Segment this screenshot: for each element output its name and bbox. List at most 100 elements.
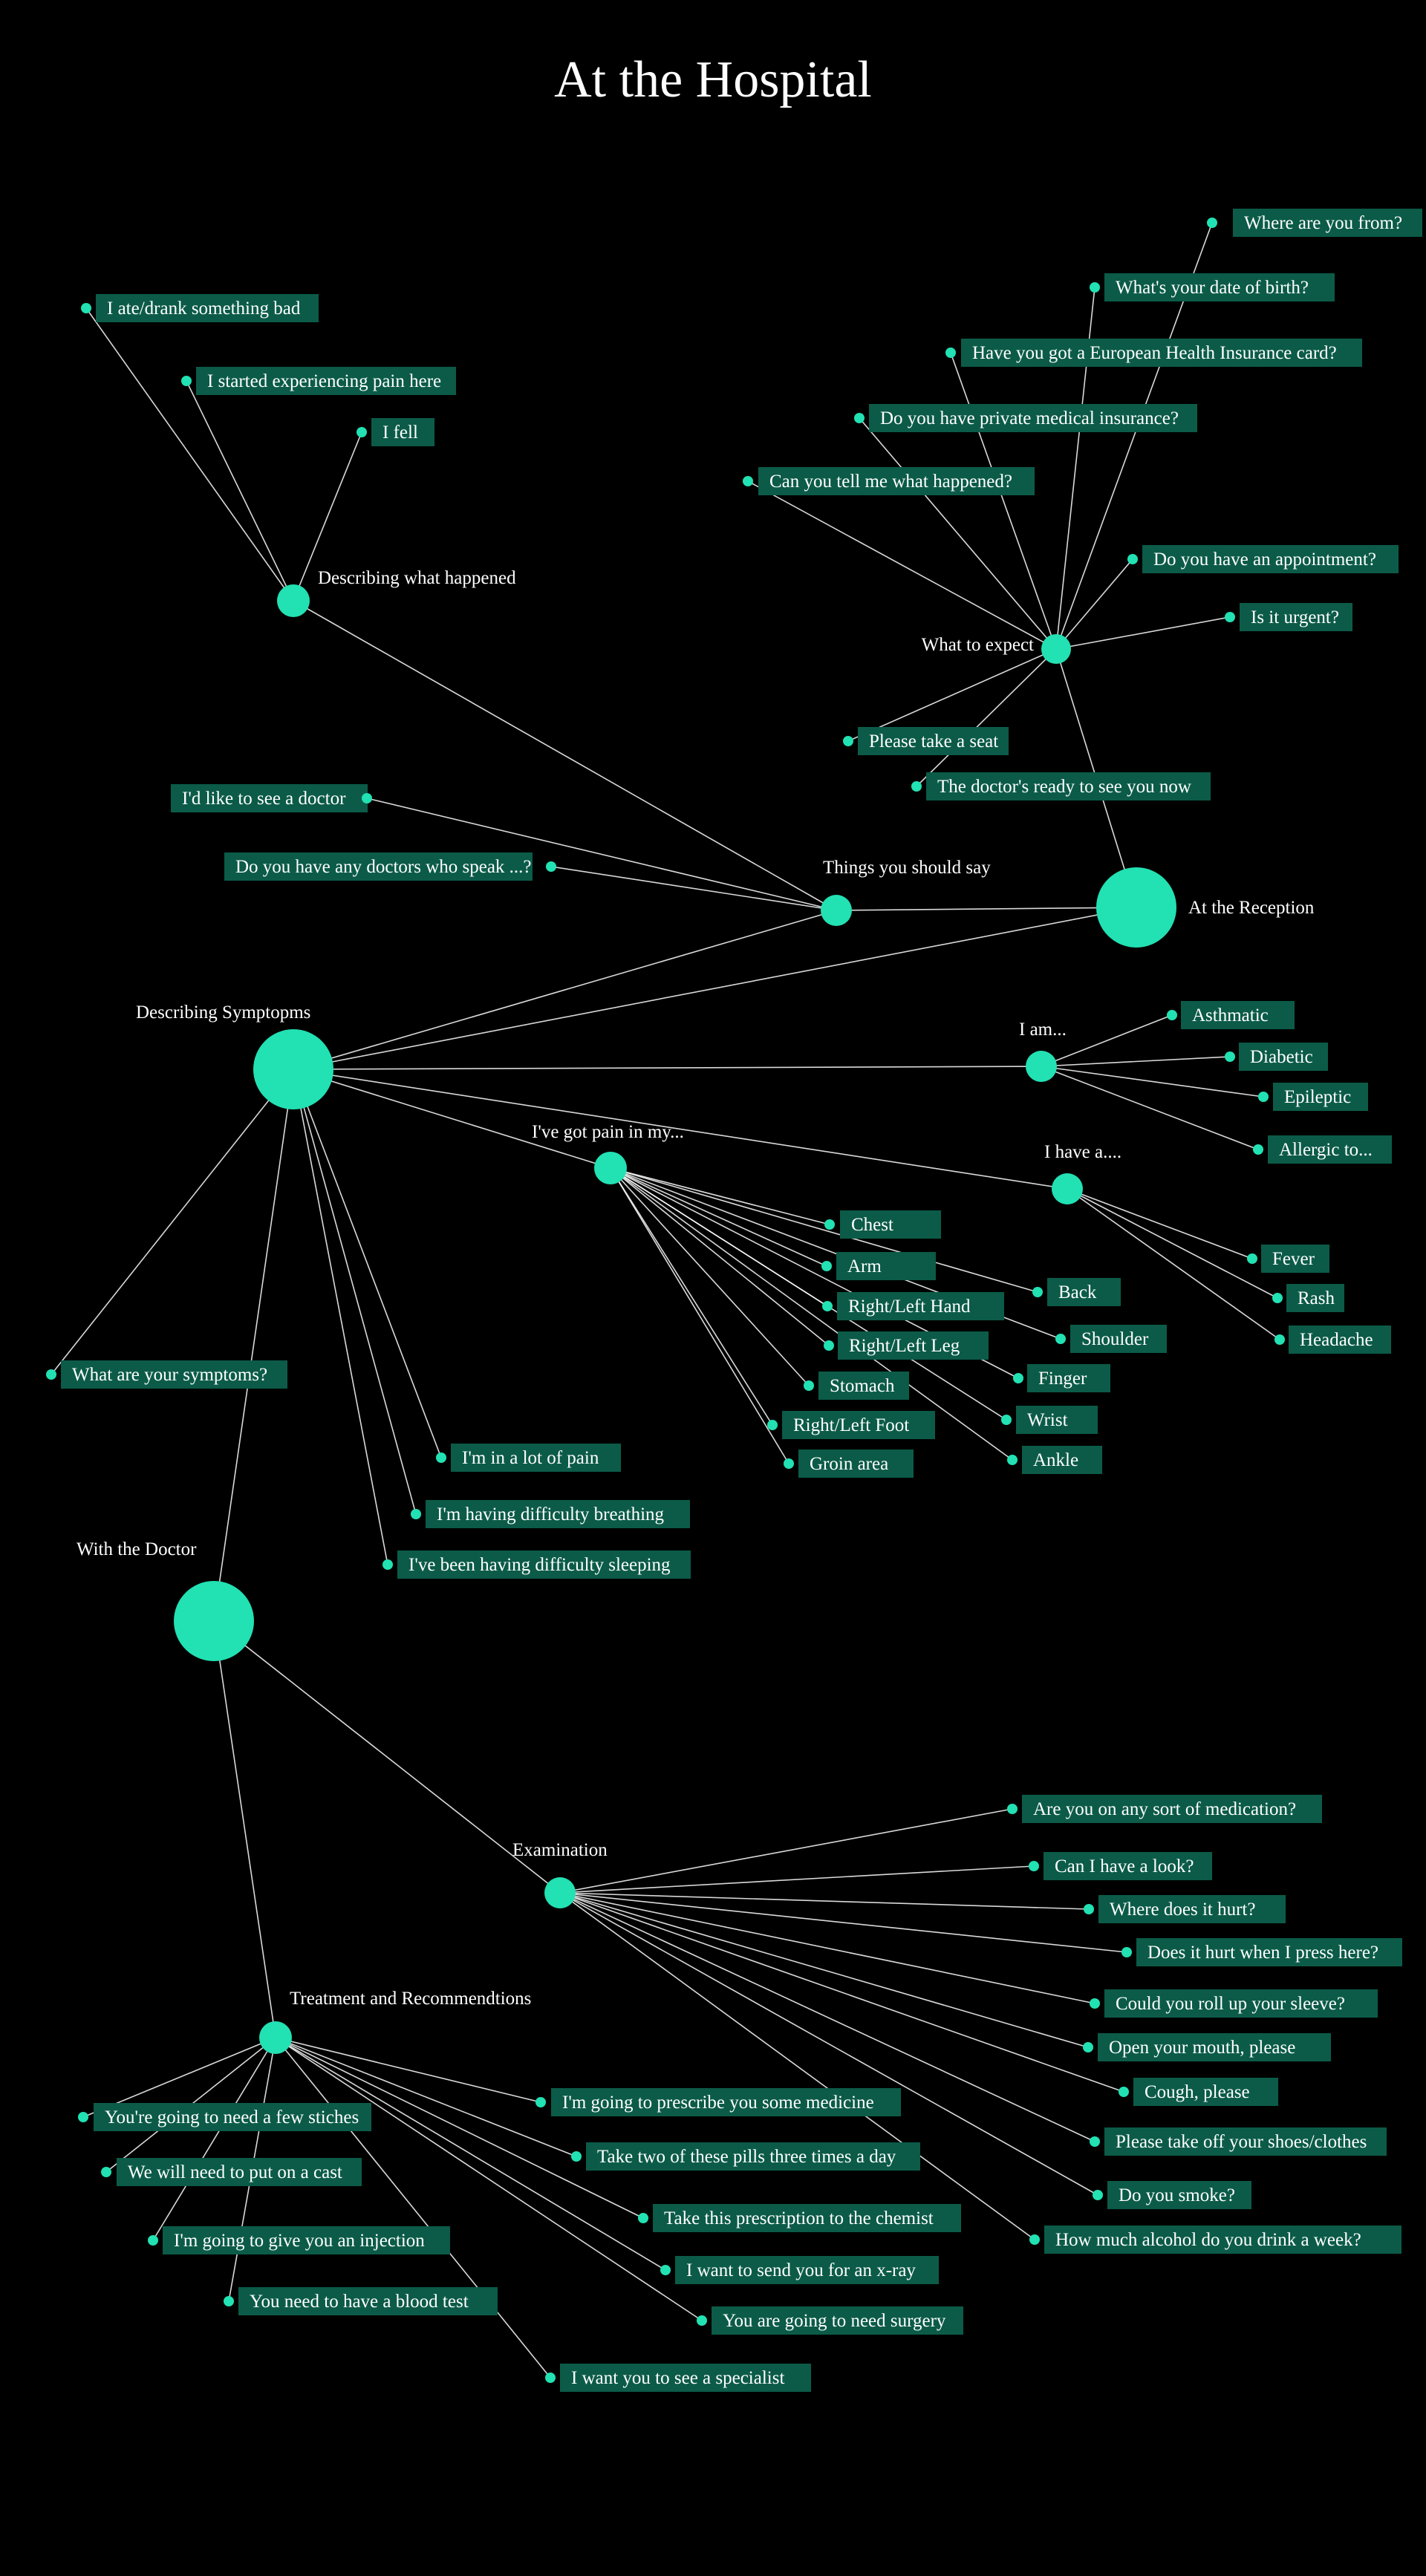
hub-exam[interactable]: Examination <box>512 1840 608 1908</box>
leaf-expect[interactable]: Do you have private medical insurance? <box>854 404 1197 432</box>
leaf-exam[interactable]: Does it hurt when I press here? <box>1121 1938 1402 1966</box>
leaf-exam[interactable]: Do you smoke? <box>1093 2181 1251 2209</box>
leaf-happened[interactable]: I fell <box>356 418 434 446</box>
leaf-dot <box>824 1340 834 1351</box>
hub-circle <box>1026 1051 1057 1082</box>
leaf-pain[interactable]: Finger <box>1013 1364 1110 1392</box>
leaf-treat[interactable]: I'm going to give you an injection <box>148 2226 450 2254</box>
leaf-pain[interactable]: Groin area <box>784 1450 914 1478</box>
leaf-exam[interactable]: How much alcohol do you drink a week? <box>1029 2226 1401 2254</box>
leaf-exam[interactable]: Where does it hurt? <box>1084 1895 1286 1923</box>
hub-ihave[interactable]: I have a.... <box>1044 1142 1121 1204</box>
leaf-ihave[interactable]: Headache <box>1274 1326 1391 1354</box>
label-box <box>675 2256 939 2284</box>
leaf-exam[interactable]: Please take off your shoes/clothes <box>1090 2127 1387 2156</box>
leaf-treat[interactable]: You need to have a blood test <box>224 2287 498 2315</box>
leaf-treat[interactable]: I'm going to prescribe you some medicine <box>535 2088 901 2116</box>
leaf-label: Take this prescription to the chemist <box>664 2208 934 2228</box>
leaf-iam[interactable]: Epileptic <box>1258 1083 1368 1111</box>
leaf-exam[interactable]: Are you on any sort of medication? <box>1007 1795 1322 1823</box>
leaf-treat[interactable]: Take two of these pills three times a da… <box>571 2142 920 2171</box>
hub-happened[interactable]: Describing what happened <box>277 568 516 617</box>
leaf-label: Could you roll up your sleeve? <box>1116 1994 1345 2014</box>
leaf-say[interactable]: Do you have any doctors who speak ...? <box>224 852 556 881</box>
leaf-dot <box>1258 1092 1269 1102</box>
leaf-pain[interactable]: Wrist <box>1001 1406 1098 1434</box>
leaf-pain[interactable]: Right/Left Leg <box>824 1331 989 1360</box>
leaf-expect[interactable]: What's your date of birth? <box>1090 273 1335 301</box>
label-box <box>371 418 434 446</box>
leaf-expect[interactable]: Please take a seat <box>843 727 1009 755</box>
leaf-label: Where does it hurt? <box>1110 1900 1255 1920</box>
leaf-treat[interactable]: You're going to need a few stiches <box>78 2103 371 2131</box>
leaf-dot <box>804 1380 814 1391</box>
label-box <box>1289 1326 1391 1354</box>
edge-say-happened <box>293 600 837 911</box>
leaf-pain[interactable]: Stomach <box>804 1372 909 1400</box>
edge-exam-leaf <box>559 1892 1035 2240</box>
hub-doctor[interactable]: With the Doctor <box>76 1539 254 1661</box>
leaf-happened[interactable]: I started experiencing pain here <box>181 367 456 395</box>
hub-iam[interactable]: I am... <box>1019 1020 1067 1082</box>
leaf-expect[interactable]: The doctor's ready to see you now <box>911 772 1211 800</box>
leaf-treat[interactable]: Take this prescription to the chemist <box>638 2204 961 2232</box>
leaf-symptoms[interactable]: What are your symptoms? <box>46 1360 287 1389</box>
edge-expect-leaf <box>916 648 1057 787</box>
hub-label: Examination <box>512 1840 608 1860</box>
leaf-pain[interactable]: Shoulder <box>1055 1325 1167 1353</box>
leaf-expect[interactable]: Can you tell me what happened? <box>743 467 1035 495</box>
leaf-treat[interactable]: I want you to see a specialist <box>545 2364 811 2392</box>
leaf-label: I'd like to see a doctor <box>182 789 346 809</box>
hub-say[interactable]: Things you should say <box>821 858 991 926</box>
leaf-pain[interactable]: Ankle <box>1007 1446 1102 1474</box>
leaf-expect[interactable]: Do you have an appointment? <box>1127 545 1399 573</box>
leaf-pain[interactable]: Arm <box>821 1252 936 1280</box>
leaf-pain[interactable]: Right/Left Foot <box>767 1411 935 1439</box>
leaf-ihave[interactable]: Fever <box>1247 1245 1329 1273</box>
leaf-exam[interactable]: Open your mouth, please <box>1083 2033 1331 2061</box>
hub-symptoms[interactable]: Describing Symptopms <box>136 1002 333 1109</box>
leaf-ihave[interactable]: Rash <box>1272 1284 1344 1312</box>
label-box <box>712 2306 963 2335</box>
leaf-treat[interactable]: We will need to put on a cast <box>101 2158 362 2186</box>
leaf-treat[interactable]: I want to send you for an x-ray <box>660 2256 939 2284</box>
label-box <box>1104 2127 1387 2156</box>
leaf-expect[interactable]: Where are you from? <box>1207 209 1422 237</box>
edge-exam-leaf <box>559 1892 1089 2048</box>
edge-iam-leaf <box>1041 1014 1173 1067</box>
leaf-dot <box>436 1452 446 1463</box>
leaf-dot <box>1274 1334 1285 1345</box>
hub-pain[interactable]: I've got pain in my... <box>532 1122 684 1184</box>
leaf-dot <box>181 376 192 386</box>
leaf-pain[interactable]: Back <box>1032 1278 1121 1306</box>
leaf-label: How much alcohol do you drink a week? <box>1055 2230 1361 2250</box>
leaf-treat[interactable]: You are going to need surgery <box>697 2306 963 2335</box>
leaf-expect[interactable]: Is it urgent? <box>1225 603 1352 631</box>
leaf-pain[interactable]: Right/Left Hand <box>822 1292 1004 1320</box>
leaf-symptoms[interactable]: I'm in a lot of pain <box>436 1444 621 1472</box>
hub-treat[interactable]: Treatment and Recommendtions <box>259 1989 531 2054</box>
leaf-exam[interactable]: Can I have a look? <box>1029 1852 1212 1880</box>
edge-pain-leaf <box>610 1167 1007 1421</box>
label-box <box>1027 1364 1110 1392</box>
leaf-iam[interactable]: Diabetic <box>1225 1043 1328 1071</box>
hub-reception[interactable]: At the Reception <box>1096 867 1315 948</box>
leaf-pain[interactable]: Chest <box>824 1210 941 1239</box>
leaf-symptoms[interactable]: I'm having difficulty breathing <box>411 1500 690 1528</box>
leaf-iam[interactable]: Asthmatic <box>1167 1001 1295 1029</box>
leaf-iam[interactable]: Allergic to... <box>1253 1135 1392 1164</box>
leaf-label: Arm <box>847 1256 882 1276</box>
hub-label: I am... <box>1019 1020 1067 1040</box>
leaf-label: I've been having difficulty sleeping <box>408 1555 671 1575</box>
leaf-exam[interactable]: Could you roll up your sleeve? <box>1090 1989 1378 2018</box>
hub-expect[interactable]: What to expect <box>922 634 1071 664</box>
leaf-happened[interactable]: I ate/drank something bad <box>81 294 319 322</box>
leaf-say[interactable]: I'd like to see a doctor <box>171 784 372 812</box>
leaf-dot <box>784 1458 794 1469</box>
leaf-symptoms[interactable]: I've been having difficulty sleeping <box>382 1551 691 1579</box>
leaf-exam[interactable]: Cough, please <box>1119 2078 1278 2106</box>
label-box <box>586 2142 920 2171</box>
leaf-expect[interactable]: Have you got a European Health Insurance… <box>945 339 1362 367</box>
label-box <box>224 852 533 881</box>
label-box <box>838 1331 989 1360</box>
